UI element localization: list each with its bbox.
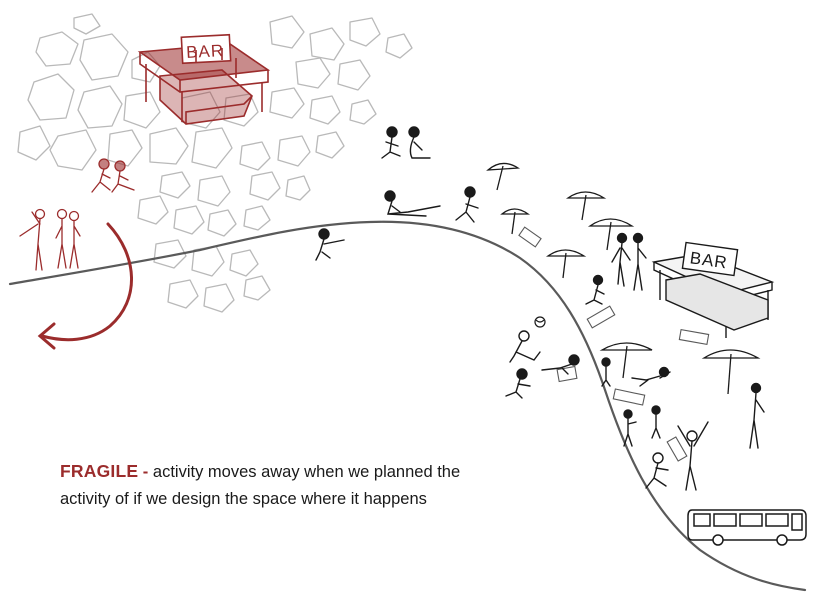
beach-towel-icon xyxy=(586,305,616,329)
person-icon xyxy=(632,232,647,291)
rock-icon xyxy=(159,171,191,199)
beach-towel-icon xyxy=(612,388,646,406)
rock-icon xyxy=(107,129,143,167)
person-icon xyxy=(601,357,611,387)
rock-icon xyxy=(197,175,231,207)
person-icon xyxy=(315,228,345,261)
umbrella-icon xyxy=(486,162,521,191)
umbrella-icon xyxy=(500,208,531,235)
bar-kiosk-right xyxy=(651,241,775,338)
rock-icon xyxy=(223,93,259,127)
curved-arrow-icon xyxy=(37,222,133,350)
caption-line1: activity moves away when we planned the xyxy=(152,463,461,481)
person-icon xyxy=(55,208,68,269)
rock-icon xyxy=(229,249,259,277)
beach-towel-icon xyxy=(556,365,578,383)
person-icon xyxy=(19,208,46,271)
rock-icon xyxy=(315,131,345,159)
umbrella-icon xyxy=(587,218,635,251)
rock-icon xyxy=(27,73,75,121)
rock-icon xyxy=(207,209,237,237)
rock-icon xyxy=(239,141,271,171)
umbrella-icon xyxy=(545,249,587,279)
person-icon xyxy=(631,366,671,387)
person-icon xyxy=(68,210,81,269)
person-icon xyxy=(455,186,479,223)
rock-icon xyxy=(243,275,271,301)
person-icon xyxy=(623,409,637,447)
person-icon xyxy=(505,368,531,399)
caption: FRAGILE - activity moves away when we pl… xyxy=(60,458,480,513)
rock-icon xyxy=(191,127,233,169)
rock-icon xyxy=(385,33,413,59)
people xyxy=(315,126,765,491)
rock-icon xyxy=(349,17,381,47)
person-icon xyxy=(541,354,580,375)
rock-icon xyxy=(243,205,271,231)
person-icon xyxy=(749,382,765,449)
beach-towel-icon xyxy=(678,329,710,345)
towels xyxy=(518,226,710,462)
umbrellas xyxy=(486,162,761,395)
rock-icon xyxy=(49,129,97,171)
rock-icon xyxy=(173,205,205,235)
umbrella-icon xyxy=(701,349,761,395)
rock-icon xyxy=(337,59,371,91)
rock-icon xyxy=(349,99,377,125)
rock-icon xyxy=(269,15,305,49)
umbrella-icon xyxy=(565,191,607,221)
rock-icon xyxy=(203,283,235,313)
bar-sign-left: BAR xyxy=(186,41,225,62)
rock-icon xyxy=(137,195,169,225)
rock-icon xyxy=(285,175,311,201)
person-icon xyxy=(585,274,605,305)
beach-towel-icon xyxy=(666,436,688,462)
person-icon xyxy=(611,232,631,287)
rock-icon xyxy=(295,57,331,89)
bar-kiosk-left xyxy=(137,33,271,125)
caption-keyword: FRAGILE xyxy=(60,461,139,481)
displaced-people xyxy=(19,158,135,271)
rock-icon xyxy=(123,91,161,129)
rock-icon xyxy=(35,31,79,67)
person-icon xyxy=(91,158,111,193)
rock-icon xyxy=(73,13,101,35)
person-icon xyxy=(381,126,401,159)
rock-icon xyxy=(149,127,189,165)
rock-icon xyxy=(277,135,311,167)
caption-dash: - xyxy=(142,463,149,481)
person-icon xyxy=(384,190,441,217)
bus-icon xyxy=(687,509,807,546)
ground-line xyxy=(8,220,807,592)
rock-icon xyxy=(17,125,51,161)
rock-icon xyxy=(167,279,199,309)
beach-towel-icon xyxy=(518,226,542,248)
rock-icon xyxy=(309,27,345,61)
ball-icon xyxy=(534,316,546,328)
person-icon xyxy=(509,330,541,363)
rock-icon xyxy=(309,95,341,125)
umbrella-icon xyxy=(599,342,653,379)
rock-icon xyxy=(79,33,129,81)
person-icon xyxy=(111,160,135,193)
person-icon xyxy=(645,452,669,489)
rock-icon xyxy=(249,171,281,201)
person-icon xyxy=(651,405,661,439)
rock-icon xyxy=(77,85,123,129)
rock-icon xyxy=(269,87,305,119)
person-icon xyxy=(408,126,431,159)
person-icon xyxy=(677,421,709,491)
caption-line2: activity of if we design the space where… xyxy=(60,490,427,508)
